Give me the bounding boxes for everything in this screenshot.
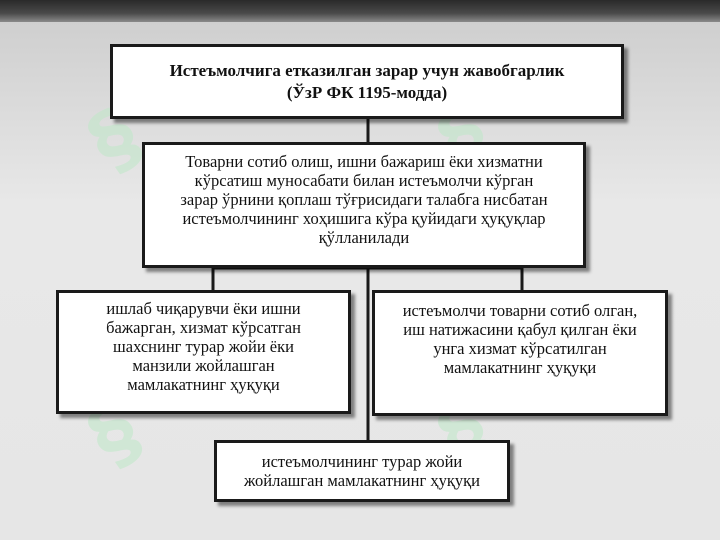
main-line: зарар ўрнини қоплаш тўғрисидаги талабга …: [180, 190, 548, 209]
main-line: истеъмолчининг хоҳишига кўра қуйидаги ҳу…: [182, 209, 546, 228]
right-line: иш натижасини қабул қилган ёки: [403, 320, 637, 339]
title-box: Истеъмолчига етказилган зарар учун жавоб…: [110, 44, 624, 119]
main-line: кўрсатиш муносабати билан истеъмолчи кўр…: [194, 171, 534, 190]
left-line: шахснинг турар жойи ёки: [113, 337, 294, 356]
bottom-line: истеъмолчининг турар жойи: [261, 452, 463, 471]
manufacturer-law-box: ишлаб чиқарувчи ёки ишни бажарган, хизма…: [56, 290, 351, 414]
purchase-country-law-box: истеъмолчи товарни сотиб олган, иш натиж…: [372, 290, 668, 416]
left-line: бажарган, хизмат кўрсатган: [106, 318, 301, 337]
left-line: мамлакатнинг ҳуқуқи: [127, 375, 280, 394]
consumer-residence-law-box: истеъмолчининг турар жойи жойлашган мамл…: [214, 440, 510, 502]
right-line: мамлакатнинг ҳуқуқи: [443, 358, 597, 377]
left-line: манзили жойлашган: [132, 356, 275, 375]
right-line: истеъмолчи товарни сотиб олган,: [402, 301, 638, 320]
title-line-2: (ЎзР ФК 1195-модда): [286, 83, 448, 102]
left-line: ишлаб чиқарувчи ёки ишни: [106, 299, 301, 318]
top-dark-bar: [0, 0, 720, 22]
main-line: Товарни сотиб олиш, ишни бажариш ёки хиз…: [185, 152, 543, 171]
bottom-line: жойлашган мамлакатнинг ҳуқуқи: [244, 471, 480, 490]
title-line-1: Истеъмолчига етказилган зарар учун жавоб…: [169, 61, 565, 80]
main-rule-box: Товарни сотиб олиш, ишни бажариш ёки хиз…: [142, 142, 586, 268]
right-line: унга хизмат кўрсатилган: [433, 339, 607, 358]
main-line: қўлланилади: [318, 228, 410, 247]
